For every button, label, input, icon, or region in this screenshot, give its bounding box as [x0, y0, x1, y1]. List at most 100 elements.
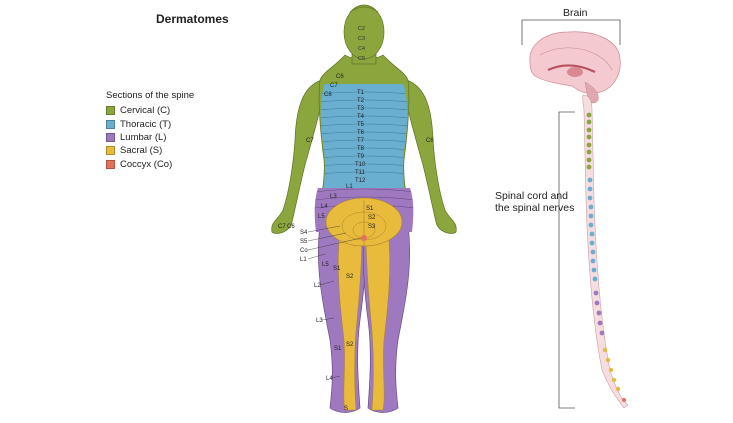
- label-t10: T10: [355, 162, 366, 168]
- nerve-dot-l2: [594, 300, 600, 306]
- label-s1-thigh: S1: [333, 266, 341, 272]
- label-left-upper-arm: C7: [306, 138, 314, 144]
- nerve-dot-c5: [586, 142, 592, 148]
- legs: [318, 224, 410, 413]
- nerve-dot-c8: [586, 164, 592, 170]
- label-left-hand-b: C6: [287, 224, 295, 230]
- cord-bracket: [558, 111, 575, 409]
- nerve-dot-co: [622, 398, 626, 402]
- label-t1: T1: [357, 90, 365, 96]
- legend-heading: Sections of the spine: [106, 90, 195, 101]
- nerve-dot-s1: [602, 347, 608, 353]
- nerve-dot-t5: [588, 213, 594, 219]
- legend: Sections of the spine Cervical (C) Thora…: [106, 90, 194, 171]
- label-c4: C4: [358, 46, 365, 52]
- label-s3: S3: [368, 224, 376, 230]
- nerve-dot-t10: [590, 258, 596, 264]
- label-l1-back: L1: [346, 184, 353, 190]
- nerve-dot-t11: [591, 267, 597, 273]
- left-arm: [271, 79, 323, 234]
- label-s2: S2: [368, 215, 376, 221]
- label-left-hand-a: C7: [278, 224, 286, 230]
- label-co: Co: [300, 248, 308, 254]
- nerve-dot-l1: [593, 290, 599, 296]
- shoulder-labels: C6 C7 C8: [324, 74, 344, 98]
- label-c8: C8: [324, 92, 332, 98]
- lumbar-nerve-dots: [593, 290, 605, 336]
- label-c2: C2: [358, 26, 365, 32]
- label-t7: T7: [357, 138, 365, 144]
- label-t6: T6: [357, 130, 365, 136]
- sacral-labels: S1 S2 S3: [366, 206, 376, 230]
- legend-item-sacral: Sacral (S): [106, 144, 194, 157]
- label-t5: T5: [357, 122, 365, 128]
- coccyx-swatch: [106, 159, 115, 169]
- thoracic-nerve-dots: [587, 177, 598, 282]
- nerve-dot-c2: [586, 119, 592, 125]
- nerve-dot-c6: [586, 149, 592, 155]
- nerve-dot-c1: [586, 112, 592, 118]
- diagram-title: Dermatomes: [156, 12, 229, 26]
- label-c6: C6: [336, 74, 344, 80]
- label-t8: T8: [357, 146, 365, 152]
- nerve-dot-t8: [589, 240, 595, 246]
- label-s-foot: S: [344, 406, 348, 412]
- nerve-dot-s5: [615, 386, 621, 392]
- legend-item-coccyx: Coccyx (Co): [106, 158, 194, 171]
- label-c3: C3: [358, 36, 365, 42]
- label-t9: T9: [357, 154, 365, 160]
- nerve-dot-t9: [590, 249, 596, 255]
- legend-label-sacral: Sacral (S): [120, 145, 163, 157]
- nerve-dot-l5: [599, 330, 605, 336]
- head: [343, 4, 385, 65]
- legend-label-cervical: Cervical (C): [120, 105, 171, 117]
- nerve-dot-l3: [596, 310, 602, 316]
- spine-labels: T1 T2 T3 T4 T5 T6 T7 T8 T9 T10 T11 T12: [355, 90, 366, 184]
- label-s1-calf: S1: [334, 346, 342, 352]
- cervical-nerve-dots: [586, 112, 592, 170]
- thoracic-swatch: [106, 119, 115, 129]
- torso: [314, 54, 414, 247]
- label-l5-back: L5: [318, 214, 325, 220]
- side-callouts: S4 S5 Co L1: [300, 225, 362, 263]
- nerve-dot-c7: [586, 157, 592, 163]
- nerve-dot-t6: [588, 222, 594, 228]
- brain-label: Brain: [563, 7, 588, 19]
- label-s1: S1: [366, 206, 374, 212]
- label-s5: S5: [300, 239, 308, 245]
- legend-item-thoracic: Thoracic (T): [106, 117, 194, 130]
- coccyx-region: [361, 235, 367, 241]
- nerve-dot-t3: [587, 195, 593, 201]
- label-s2-calf: S2: [346, 342, 354, 348]
- cervical-swatch: [106, 106, 115, 116]
- nerve-dot-l4: [597, 320, 603, 326]
- legend-label-lumbar: Lumbar (L): [120, 131, 167, 143]
- label-right-upper-arm: C6: [426, 138, 434, 144]
- legend-item-lumbar: Lumbar (L): [106, 131, 194, 144]
- label-c7: C7: [330, 83, 338, 89]
- arm-labels: C7 C7 C6 C6: [278, 138, 434, 230]
- spinal-cord-label: Spinal cord and the spinal nerves: [495, 190, 575, 214]
- label-s4: S4: [300, 230, 308, 236]
- label-s2-thigh: S2: [346, 274, 354, 280]
- nerve-dot-t1: [587, 177, 593, 183]
- label-l3-back: L3: [330, 194, 337, 200]
- nerve-dot-s3: [608, 367, 614, 373]
- nerve-dot-c4: [586, 134, 592, 140]
- lumbar-swatch: [106, 132, 115, 142]
- label-l4: L4: [326, 376, 333, 382]
- label-t12: T12: [355, 178, 366, 184]
- label-t11: T11: [355, 170, 366, 176]
- label-l2: L2: [314, 283, 321, 289]
- label-t2: T2: [357, 98, 365, 104]
- nerve-dot-s2: [605, 357, 611, 363]
- nerve-dot-c3: [586, 127, 592, 133]
- leg-labels: L5 S1 S2 L2 L3 S1 S2 L4 S: [314, 262, 354, 412]
- sacral-swatch: [106, 146, 115, 156]
- lower-back-labels: L1 L3 L4 L5: [318, 184, 353, 220]
- brain-bracket: [521, 19, 621, 45]
- legend-item-cervical: Cervical (C): [106, 104, 194, 117]
- label-t3: T3: [357, 106, 365, 112]
- spinal-cord: [582, 94, 629, 409]
